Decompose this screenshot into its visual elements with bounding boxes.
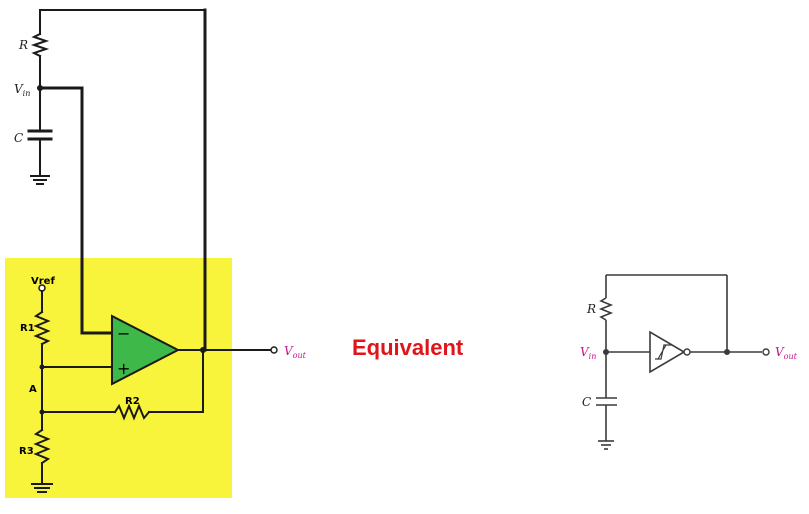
vin-to-minus-wire — [38, 86, 114, 335]
label-r-right: R — [586, 302, 596, 316]
resistor-r1 — [33, 310, 51, 346]
opamp: − + — [111, 314, 181, 386]
schmitt-trigger-icon — [649, 330, 686, 374]
right-circuit — [596, 274, 770, 450]
ground-icon — [598, 440, 614, 450]
label-r3: R3 — [19, 446, 34, 457]
svg-text:−: − — [117, 324, 130, 343]
label-vout-left: Vout — [284, 344, 307, 360]
vout-terminal-left — [270, 346, 278, 354]
label-vout-right: Vout — [775, 345, 798, 361]
label-r-left: R — [18, 38, 28, 52]
divider-network — [31, 284, 204, 493]
resistor-r3 — [33, 428, 51, 465]
label-vref: Vref — [31, 276, 55, 287]
equivalent-label: Equivalent — [352, 335, 464, 360]
ground-icon — [31, 483, 53, 493]
label-vin-left: Vin — [14, 82, 30, 98]
label-r1: R1 — [20, 323, 35, 334]
label-vin-right: Vin — [580, 345, 596, 361]
svg-text:+: + — [117, 359, 130, 378]
resistor-r-left — [30, 32, 50, 58]
resistor-r-right — [598, 297, 614, 321]
vout-terminal-right — [762, 348, 770, 356]
rc-branch-left — [27, 9, 206, 185]
label-c-right: C — [582, 395, 591, 409]
label-a: A — [29, 384, 37, 395]
resistor-r2 — [113, 403, 151, 421]
ground-icon — [30, 175, 50, 185]
label-c-left: C — [14, 131, 23, 145]
label-r2: R2 — [125, 396, 140, 407]
